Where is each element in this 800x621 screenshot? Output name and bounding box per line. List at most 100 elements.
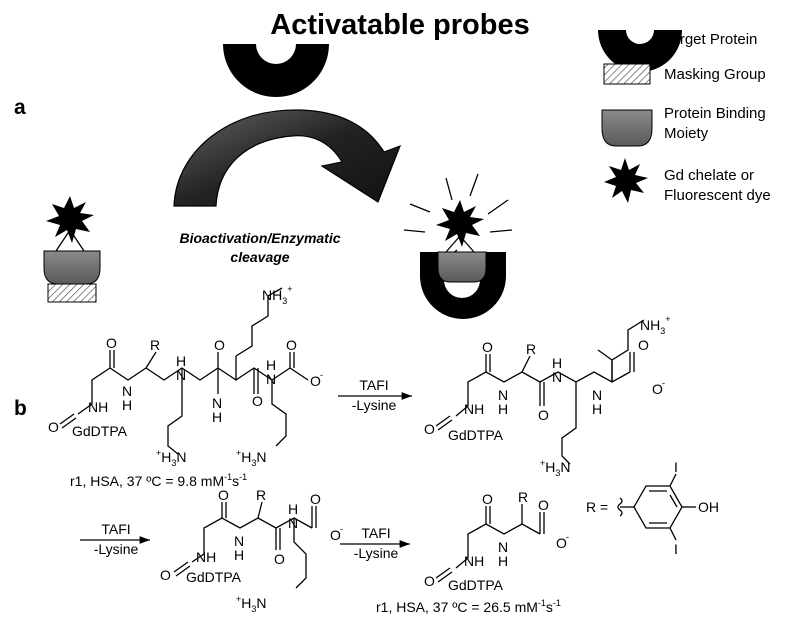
s1-h3n-b: +H3N bbox=[236, 448, 267, 468]
arrow3-lysine: -Lysine bbox=[354, 545, 399, 561]
s4-o4: O bbox=[424, 573, 435, 589]
s4-o2: O bbox=[538, 497, 549, 513]
arrow1-lysine: -Lysine bbox=[352, 397, 397, 413]
panel-label-b: b bbox=[14, 397, 27, 420]
structure-2: O R N H O H N N H O O - NH3+ NH O GdDTPA… bbox=[424, 314, 671, 478]
gd-chelate-star-icon bbox=[604, 158, 648, 203]
s2-o2: O bbox=[538, 407, 549, 423]
s2-o4: O bbox=[652, 381, 663, 397]
s1-o6: O bbox=[48, 419, 59, 435]
masking-group-left bbox=[47, 283, 97, 303]
legend-protein-binding-line2: Moiety bbox=[664, 125, 709, 142]
masked-probe bbox=[43, 196, 101, 303]
s3-h2: H bbox=[288, 501, 298, 517]
masking-group-icon bbox=[603, 63, 651, 85]
iodine-top: I bbox=[674, 459, 678, 475]
s3-o4: O bbox=[330, 527, 341, 543]
arrow2-lysine: -Lysine bbox=[94, 541, 139, 557]
s1-h3n-a: +H3N bbox=[156, 448, 187, 468]
s2-h3n: +H3N bbox=[540, 458, 571, 478]
s1-o4: O bbox=[286, 337, 297, 353]
target-protein-top bbox=[223, 44, 329, 97]
activation-arrow bbox=[173, 109, 402, 207]
s1-n3: N bbox=[212, 395, 222, 411]
s2-o1: O bbox=[482, 339, 493, 355]
s3-r: R bbox=[256, 487, 266, 503]
s2-o3: O bbox=[638, 337, 649, 353]
s1-nh3: NH3+ bbox=[262, 284, 293, 306]
s2-nh: NH bbox=[464, 401, 484, 417]
s2-o5: O bbox=[424, 421, 435, 437]
legend-gd-chelate-line1: Gd chelate or bbox=[664, 167, 754, 184]
s1-h1: H bbox=[122, 397, 132, 413]
page-title: Activatable probes bbox=[270, 9, 529, 41]
s1-h3: H bbox=[212, 409, 222, 425]
s1-n2: N bbox=[176, 367, 186, 383]
s2-n1: N bbox=[498, 387, 508, 403]
legend-target-protein: Target Protein bbox=[664, 31, 757, 48]
s1-o5-charge: - bbox=[320, 370, 323, 380]
s4-h1: H bbox=[498, 553, 508, 569]
s2-n3: N bbox=[592, 387, 602, 403]
s2-h3: H bbox=[592, 401, 602, 417]
s4-gddtpa: GdDTPA bbox=[448, 577, 504, 593]
r-equals: R = bbox=[586, 499, 608, 515]
relaxivity-1: r1, HSA, 37 ºC = 9.8 mM-1s-1 bbox=[70, 472, 247, 489]
structure-3: O R N H O H N O O - NH O GdDTPA +H3N bbox=[160, 487, 343, 614]
s1-h2: H bbox=[176, 353, 186, 369]
s1-r: R bbox=[150, 337, 160, 353]
legend: Target Protein Masking Group Protein Bin… bbox=[598, 30, 771, 204]
s4-o3: O bbox=[556, 535, 567, 551]
target-protein-icon bbox=[598, 30, 682, 72]
s3-o2: O bbox=[274, 551, 285, 567]
arrow2-tafi: TAFI bbox=[101, 521, 130, 537]
s3-h1: H bbox=[234, 547, 244, 563]
s3-n1: N bbox=[234, 533, 244, 549]
s1-o2: O bbox=[214, 337, 225, 353]
fluorescent-dye-star-left bbox=[46, 196, 94, 243]
s3-o3: O bbox=[310, 491, 321, 507]
s1-gddtpa: GdDTPA bbox=[72, 423, 128, 439]
panel-label-a: a bbox=[14, 96, 26, 119]
s3-gddtpa: GdDTPA bbox=[186, 569, 242, 585]
protein-binding-moiety-right bbox=[437, 251, 487, 283]
legend-gd-chelate-line2: Fluorescent dye bbox=[664, 187, 771, 204]
structure-1: O R N H H N O N H O H N O O - NH3+ NH O … bbox=[48, 284, 323, 489]
arrow-caption-line2: cleavage bbox=[230, 249, 289, 265]
r-group-definition: R = I I OH bbox=[586, 459, 719, 557]
s2-gddtpa: GdDTPA bbox=[448, 427, 504, 443]
s2-n2: N bbox=[552, 369, 562, 385]
fluorescent-dye-star-right bbox=[436, 200, 484, 247]
s1-o5: O bbox=[310, 373, 321, 389]
arrow-caption-line1: Bioactivation/Enzymatic bbox=[179, 230, 340, 246]
s2-o4-charge: - bbox=[662, 378, 665, 388]
s1-o1: O bbox=[106, 335, 117, 351]
arrow3-tafi: TAFI bbox=[361, 525, 390, 541]
s3-o5: O bbox=[160, 567, 171, 583]
wavy-bond bbox=[617, 497, 623, 517]
s4-r: R bbox=[518, 489, 528, 505]
arrow1-tafi: TAFI bbox=[359, 377, 388, 393]
s1-n1: N bbox=[122, 383, 132, 399]
iodine-bottom: I bbox=[674, 541, 678, 557]
activated-probe bbox=[403, 173, 513, 319]
legend-protein-binding-line1: Protein Binding bbox=[664, 105, 766, 122]
s1-o3: O bbox=[252, 393, 263, 409]
s3-o4-charge: - bbox=[340, 524, 343, 534]
relaxivity-2: r1, HSA, 37 ºC = 26.5 mM-1s-1 bbox=[376, 598, 561, 615]
protein-binding-moiety-icon bbox=[601, 109, 653, 147]
s3-h3n: +H3N bbox=[236, 594, 267, 614]
s4-n1: N bbox=[498, 539, 508, 555]
s3-o1: O bbox=[218, 487, 229, 503]
s2-h2: H bbox=[552, 355, 562, 371]
legend-masking-group: Masking Group bbox=[664, 66, 766, 83]
protein-binding-moiety-left bbox=[43, 250, 101, 285]
s1-h4: H bbox=[266, 357, 276, 373]
hydroxyl: OH bbox=[698, 499, 719, 515]
s1-n4: N bbox=[266, 371, 276, 387]
s2-r: R bbox=[526, 341, 536, 357]
s2-h1: H bbox=[498, 401, 508, 417]
s4-o3-charge: - bbox=[566, 532, 569, 542]
s3-nh: NH bbox=[196, 549, 216, 565]
